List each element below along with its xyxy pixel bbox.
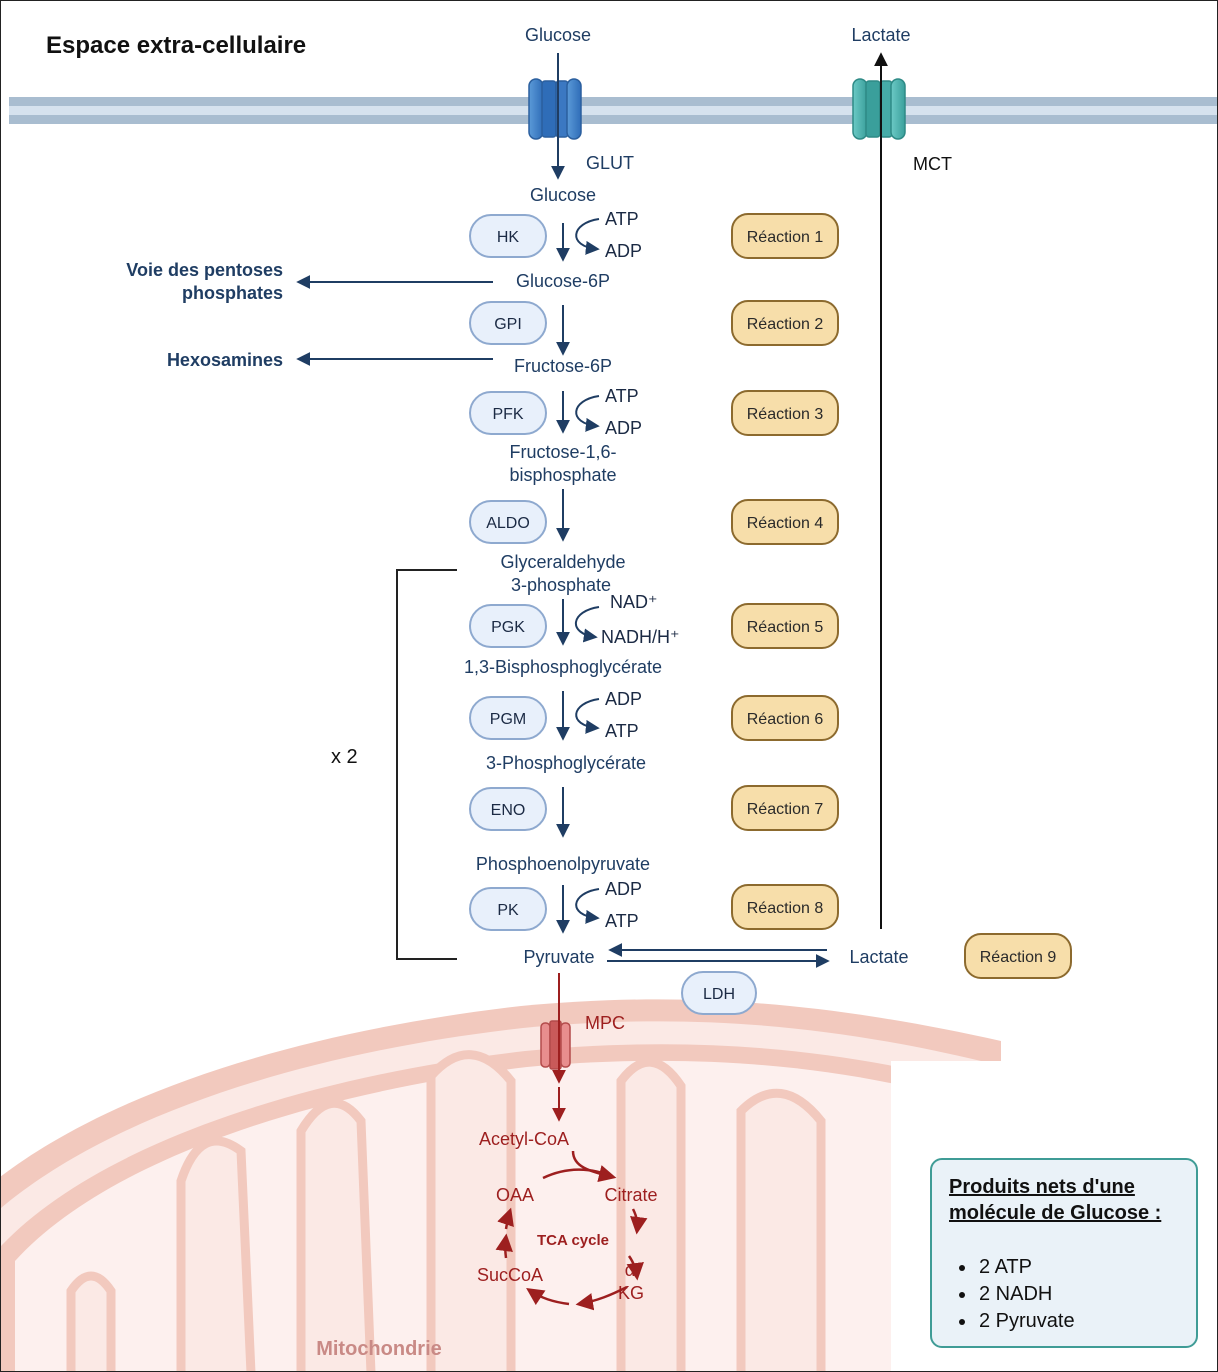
mitochondria-label: Mitochondrie <box>316 1338 442 1360</box>
svg-text:Réaction 7: Réaction 7 <box>747 801 824 818</box>
metabolite-citrate: Citrate <box>604 1185 657 1205</box>
extracellular-label: Espace extra-cellulaire <box>46 32 306 59</box>
reaction-4: Réaction 4 <box>731 499 839 545</box>
metabolite-acetyl-coa: Acetyl-CoA <box>479 1129 569 1149</box>
glut-label: GLUT <box>586 153 634 173</box>
plasma-membrane <box>9 97 1217 124</box>
metabolite-succoa: SucCoA <box>477 1265 543 1285</box>
glut-transporter <box>528 78 582 140</box>
cofactor-r6-out: ATP <box>605 721 639 741</box>
glycolysis-arrows <box>296 218 830 968</box>
svg-text:Réaction 5: Réaction 5 <box>747 619 824 636</box>
cofactor-r1-in: ATP <box>605 209 639 229</box>
svg-text:GPI: GPI <box>494 316 522 333</box>
svg-text:ENO: ENO <box>491 802 526 819</box>
net-product-item: 2 ATP <box>977 1254 1184 1281</box>
reaction-6: Réaction 6 <box>731 695 839 741</box>
svg-text:Réaction 8: Réaction 8 <box>747 900 824 917</box>
glucose-extracellular-label: Glucose <box>525 25 591 45</box>
svg-text:PGK: PGK <box>491 619 525 636</box>
x2-label: x 2 <box>331 746 358 768</box>
cofactor-r8-in: ADP <box>605 879 642 899</box>
enzyme-pills: HK GPI PFK ALDO PGK PGM ENO PK LDH <box>469 214 757 1015</box>
enzyme-ldh: LDH <box>681 971 757 1015</box>
svg-text:Réaction 6: Réaction 6 <box>747 711 824 728</box>
reaction-5: Réaction 5 <box>731 603 839 649</box>
mct-label: MCT <box>913 154 952 174</box>
metabolite-lactate: Lactate <box>849 947 908 967</box>
metabolite-glucose: Glucose <box>530 185 596 205</box>
cofactor-r5-in: NAD⁺ <box>610 592 658 612</box>
metabolite-fructose-6p: Fructose-6P <box>514 356 612 376</box>
metabolite-oaa: OAA <box>496 1185 534 1205</box>
cofactor-r3-out: ADP <box>605 418 642 438</box>
enzyme-aldo: ALDO <box>469 500 547 544</box>
metabolite-g3p-line2: 3-phosphate <box>511 575 611 595</box>
net-product-item: 2 NADH <box>977 1281 1184 1308</box>
net-products-box: Produits nets d'une molécule de Glucose … <box>930 1158 1198 1348</box>
x2-bracket <box>396 569 457 960</box>
reaction-1: Réaction 1 <box>731 213 839 259</box>
metabolite-akg-line2: KG <box>618 1283 644 1303</box>
svg-text:ALDO: ALDO <box>486 515 530 532</box>
net-products-title: Produits nets d'une molécule de Glucose … <box>949 1176 1162 1224</box>
pentose-pathway-label-line2: phosphates <box>182 283 283 303</box>
cofactor-r8-out: ATP <box>605 911 639 931</box>
svg-text:Réaction 3: Réaction 3 <box>747 406 824 423</box>
svg-text:PFK: PFK <box>492 406 523 423</box>
reaction-9: Réaction 9 <box>964 933 1072 979</box>
metabolite-pyruvate: Pyruvate <box>523 947 594 967</box>
svg-text:HK: HK <box>497 229 520 246</box>
enzyme-eno: ENO <box>469 787 547 831</box>
svg-text:PK: PK <box>497 902 519 919</box>
pentose-pathway-label-line1: Voie des pentoses <box>126 260 283 280</box>
cofactor-r6-in: ADP <box>605 689 642 709</box>
metabolite-pep: Phosphoenolpyruvate <box>476 854 650 874</box>
metabolite-akg-line1: α- <box>625 1260 641 1280</box>
enzyme-pfk: PFK <box>469 391 547 435</box>
metabolite-glucose-6p: Glucose-6P <box>516 271 610 291</box>
svg-text:Réaction 2: Réaction 2 <box>747 316 824 333</box>
mpc-label: MPC <box>585 1013 625 1033</box>
metabolite-3pg: 3-Phosphoglycérate <box>486 753 646 773</box>
enzyme-pgm: PGM <box>469 696 547 740</box>
svg-text:Réaction 9: Réaction 9 <box>980 949 1057 966</box>
metabolite-fructose-16bp-line2: bisphosphate <box>509 465 616 485</box>
enzyme-pgk: PGK <box>469 604 547 648</box>
net-products-list: 2 ATP 2 NADH 2 Pyruvate <box>949 1254 1184 1335</box>
lactate-extracellular-label: Lactate <box>851 25 910 45</box>
net-product-item: 2 Pyruvate <box>977 1308 1184 1335</box>
enzyme-pk: PK <box>469 887 547 931</box>
mpc-transporter <box>540 1020 571 1070</box>
reaction-8: Réaction 8 <box>731 884 839 930</box>
mct-transporter <box>852 78 906 140</box>
mitochondrion <box>1 999 1011 1371</box>
cofactor-r1-out: ADP <box>605 241 642 261</box>
enzyme-gpi: GPI <box>469 301 547 345</box>
metabolite-g3p-line1: Glyceraldehyde <box>500 552 625 572</box>
tca-cycle-label: TCA cycle <box>537 1232 609 1249</box>
svg-text:LDH: LDH <box>703 986 735 1003</box>
reaction-7: Réaction 7 <box>731 785 839 831</box>
reaction-pills: Réaction 1 Réaction 2 Réaction 3 Réactio… <box>731 213 1072 979</box>
svg-text:Réaction 1: Réaction 1 <box>747 229 824 246</box>
cofactor-r5-out: NADH/H⁺ <box>601 627 680 647</box>
svg-text:Réaction 4: Réaction 4 <box>747 515 824 532</box>
reaction-2: Réaction 2 <box>731 300 839 346</box>
tca-cycle-arrows <box>495 1150 648 1311</box>
metabolite-fructose-16bp-line1: Fructose-1,6- <box>509 442 616 462</box>
cofactor-r3-in: ATP <box>605 386 639 406</box>
svg-text:PGM: PGM <box>490 711 526 728</box>
metabolite-13bpg: 1,3-Bisphosphoglycérate <box>464 657 662 677</box>
enzyme-hk: HK <box>469 214 547 258</box>
hexosamines-label: Hexosamines <box>167 350 283 370</box>
reaction-3: Réaction 3 <box>731 390 839 436</box>
